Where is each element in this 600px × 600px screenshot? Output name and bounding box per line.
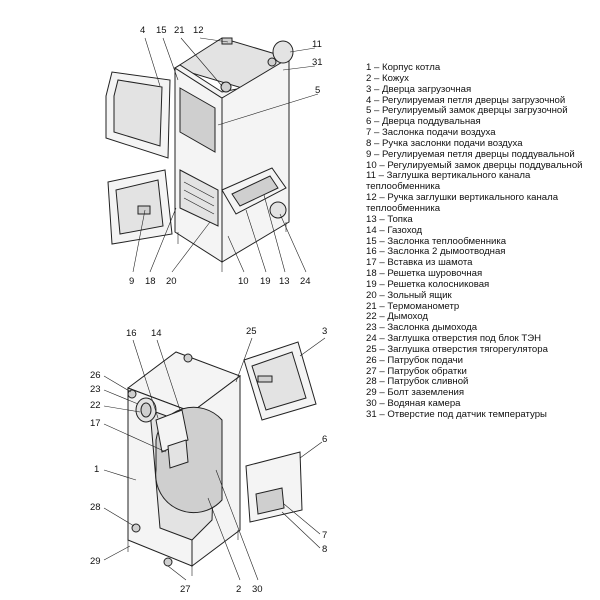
- bottom-thermometer: [183, 353, 193, 363]
- legend-item: 23 – Заслонка дымохода: [366, 322, 478, 334]
- callout-21: 21: [174, 25, 185, 36]
- legend-item: 29 – Болт заземления: [366, 387, 465, 399]
- top-leaders: [132, 37, 319, 273]
- legend-item: 1 – Корпус котла: [366, 62, 441, 73]
- top-grate: [231, 175, 279, 207]
- parts-legend: 1 – Корпус котла 2 – Кожух 3 – Дверца за…: [366, 62, 598, 421]
- legend-item: 19 – Решетка колосниковая: [366, 278, 490, 290]
- legend-item: 26 – Патрубок подачи: [366, 354, 463, 366]
- legend-item: 13 – Топка: [366, 213, 413, 225]
- legend-item: 2 – Кожух: [366, 72, 409, 84]
- legend-item: 12 – Ручка заглушки вертикального канала…: [366, 192, 559, 214]
- callout-31: 31: [312, 57, 323, 68]
- callout-8: 8: [322, 544, 327, 555]
- top-boiler-view: [105, 37, 294, 272]
- legend-item: 4 – Регулируемая петля дверцы загрузочно…: [366, 94, 566, 106]
- callout-1: 1: [94, 464, 99, 475]
- top-lid-handle: [221, 37, 233, 45]
- bottom-chimney-inner: [140, 402, 152, 418]
- legend-item: 25 – Заглушка отверстия тягорегулятора: [366, 343, 548, 355]
- bottom-boiler-view: [126, 341, 317, 576]
- callout-6: 6: [322, 434, 327, 445]
- callout-30: 30: [252, 584, 263, 595]
- top-air-damper: [137, 205, 151, 215]
- callout-9: 9: [129, 276, 134, 287]
- callout-12: 12: [193, 25, 204, 36]
- legend-item: 21 – Термоманометр: [366, 300, 460, 312]
- legend-item: 17 – Вставка из шамота: [366, 257, 473, 269]
- legend-item: 14 – Газоход: [366, 224, 423, 236]
- top-loading-opening: [179, 87, 216, 153]
- bottom-chamotte: [167, 439, 189, 469]
- callout-10: 10: [238, 276, 249, 287]
- bottom-loading-door-inner: [251, 351, 307, 411]
- callout-11: 11: [312, 39, 322, 50]
- top-plug: [267, 57, 277, 67]
- callout-20: 20: [166, 276, 177, 287]
- bottom-leaders: [103, 337, 326, 581]
- callout-29: 29: [90, 556, 101, 567]
- callout-2: 2: [236, 584, 241, 595]
- callout-25: 25: [246, 326, 257, 337]
- top-chimney-pipe: [272, 40, 294, 64]
- callout-3: 3: [322, 326, 327, 337]
- legend-item: 18 – Решетка шуровочная: [366, 268, 483, 280]
- callout-23: 23: [90, 384, 101, 395]
- legend-item: 6 – Дверца поддувальная: [366, 116, 481, 128]
- legend-item: 22 – Дымоход: [366, 311, 428, 323]
- top-loading-door-inner: [113, 79, 163, 147]
- callout-17: 17: [90, 418, 101, 429]
- legend-item: 30 – Водяная камера: [366, 398, 461, 410]
- callout-22: 22: [90, 400, 101, 411]
- callout-5: 5: [315, 85, 320, 96]
- legend-item: 16 – Заслонка 2 дымоотводная: [366, 246, 506, 258]
- callout-7: 7: [322, 530, 327, 541]
- legend-item: 20 – Зольный ящик: [366, 289, 452, 301]
- top-body-side: [221, 57, 290, 263]
- legend-item: 27 – Патрубок обратки: [366, 365, 467, 377]
- callout-27: 27: [180, 584, 191, 595]
- callout-18: 18: [145, 276, 156, 287]
- legend-item: 3 – Дверца загрузочная: [366, 83, 472, 95]
- callout-26: 26: [90, 370, 101, 381]
- callout-14: 14: [151, 328, 162, 339]
- legend-item: 15 – Заслонка теплообменника: [366, 235, 507, 247]
- legend-item: 7 – Заслонка подачи воздуха: [366, 127, 496, 139]
- legend-item: 28 – Патрубок сливной: [366, 376, 469, 388]
- callout-24: 24: [300, 276, 311, 287]
- legend-item: 24 – Заглушка отверстия под блок ТЭН: [366, 333, 542, 345]
- bottom-return-pipe: [163, 557, 173, 567]
- legend-item: 5 – Регулируемый замок дверцы загрузочно…: [366, 105, 568, 117]
- top-callouts: 4 15 21 12 11 31 5 9 18 20 10 19 13 24: [129, 25, 323, 287]
- callout-4: 4: [140, 25, 145, 36]
- bottom-door-vent: [257, 375, 273, 383]
- callout-19: 19: [260, 276, 271, 287]
- callout-28: 28: [90, 502, 101, 513]
- callout-15: 15: [156, 25, 167, 36]
- callout-16: 16: [126, 328, 137, 339]
- legend-item: 8 – Ручка заслонки подачи воздуха: [366, 137, 523, 149]
- bottom-ash-door: [245, 451, 303, 523]
- bottom-air-damper: [255, 487, 285, 515]
- legend-item: 10 – Регулируемый замок дверцы поддуваль…: [366, 159, 583, 171]
- bottom-supply-pipe: [127, 389, 137, 399]
- top-thermometer: [220, 81, 232, 93]
- top-heater-plug: [269, 201, 287, 219]
- legend-item: 31 – Отверстие под датчик температуры: [366, 409, 547, 420]
- callout-13: 13: [279, 276, 290, 287]
- legend-item: 11 – Заглушка вертикального канала тепло…: [366, 170, 531, 193]
- legend-item: 9 – Регулируемая петля дверцы поддувальн…: [366, 148, 575, 160]
- bottom-callouts: 16 14 25 3 26 23 22 17 1 6 28 7 8 29 27 …: [90, 326, 327, 595]
